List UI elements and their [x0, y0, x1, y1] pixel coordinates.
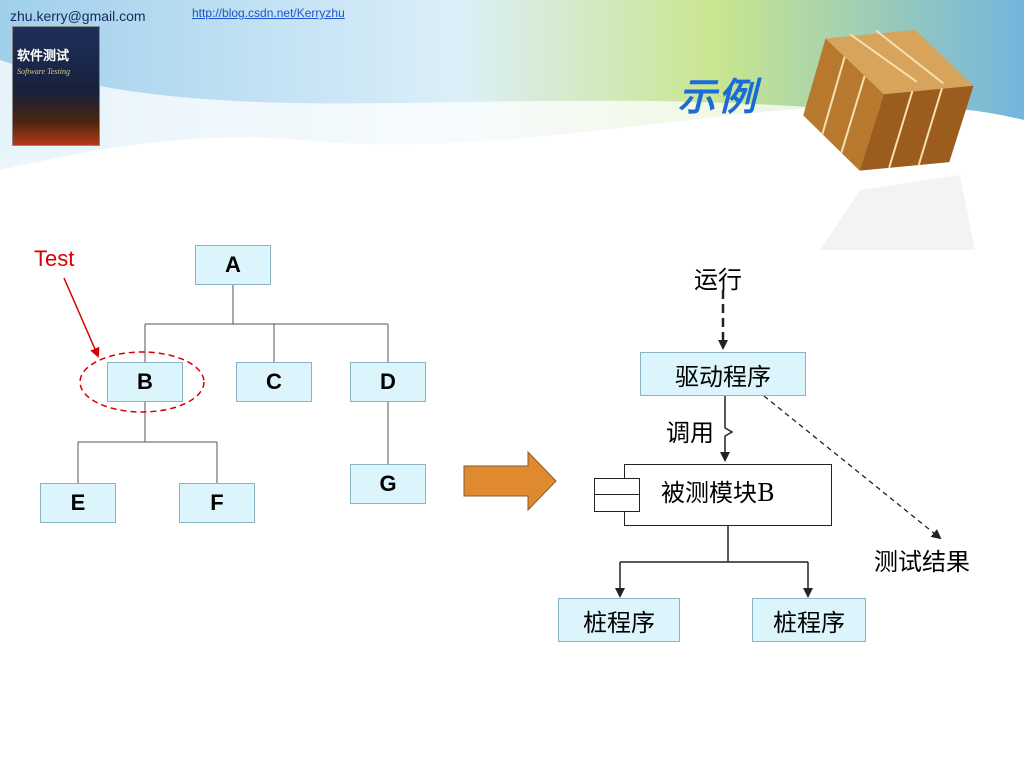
book-cover-subtitle: Software Testing — [17, 67, 70, 76]
node-c: C — [236, 362, 312, 402]
node-b: B — [107, 362, 183, 402]
author-email: zhu.kerry@gmail.com — [10, 8, 146, 24]
run-label: 运行 — [694, 266, 742, 294]
driver-box: 驱动程序 — [640, 352, 806, 396]
node-g: G — [350, 464, 426, 504]
book-cover-title: 软件测试 — [17, 49, 70, 64]
result-label: 测试结果 — [874, 548, 970, 576]
node-a: A — [195, 245, 271, 285]
stub-box-right: 桩程序 — [752, 598, 866, 642]
slide-title: 示例 — [678, 75, 759, 119]
module-component-symbol — [594, 478, 640, 512]
test-label: Test — [34, 246, 75, 271]
node-e: E — [40, 483, 116, 523]
tree-edges — [77, 285, 389, 484]
call-arrow — [720, 396, 734, 462]
result-arrow — [763, 395, 942, 540]
node-d: D — [350, 362, 426, 402]
book-cover: 软件测试 Software Testing — [12, 26, 100, 146]
stub-edges — [615, 526, 813, 598]
node-f: F — [179, 483, 255, 523]
test-pointer-arrow — [63, 277, 100, 358]
module-under-test: 被测模块B — [624, 464, 832, 526]
transition-arrow — [463, 450, 557, 512]
call-label: 调用 — [666, 419, 714, 447]
test-focus-ellipse — [79, 351, 205, 413]
module-under-test-label: 被测模块B — [661, 479, 775, 507]
stub-box-left: 桩程序 — [558, 598, 680, 642]
blog-link[interactable]: http://blog.csdn.net/Kerryzhu — [192, 6, 345, 20]
